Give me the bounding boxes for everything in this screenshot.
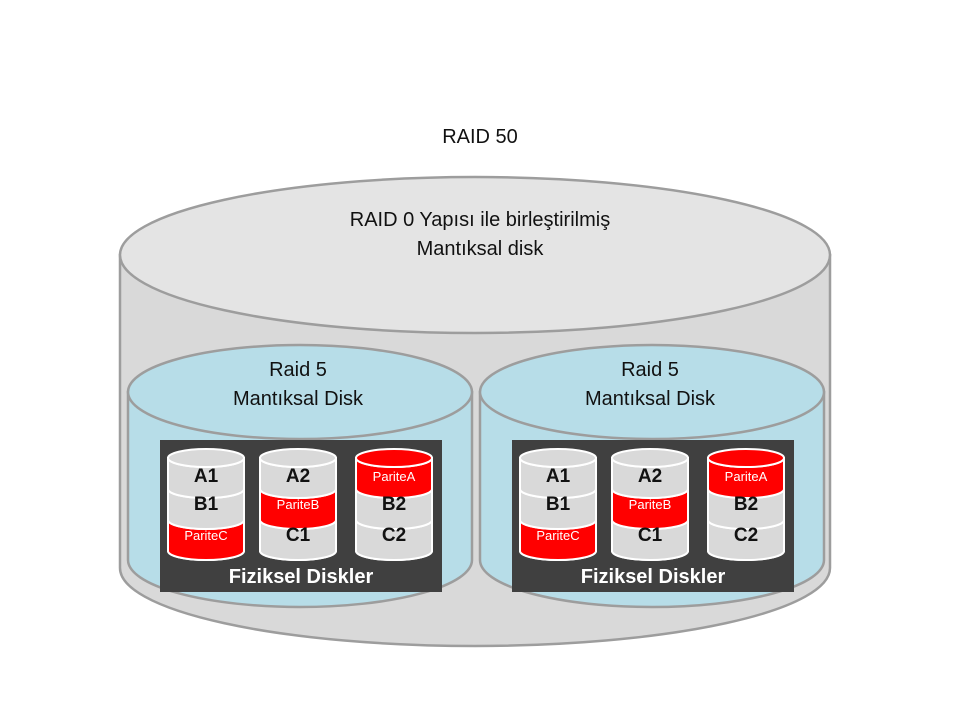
raid5-right-line2: Mantıksal Disk — [584, 388, 716, 410]
disk-cell-label: PariteC — [536, 528, 580, 543]
disk-cell-label: B2 — [381, 494, 407, 515]
raid5-left-line1: Raid 5 — [269, 359, 327, 381]
disk-cell-label: C2 — [733, 525, 759, 546]
disk-cell-label: PariteC — [184, 528, 228, 543]
disk-cell-label: PariteB — [276, 497, 320, 512]
raid5-label-right: Raid 5 Mantıksal Disk — [500, 356, 800, 414]
disk-cell-label: C1 — [637, 525, 663, 546]
disk-cell-label: A1 — [545, 466, 571, 487]
disk-top-left-3 — [355, 448, 433, 468]
physical-disks-caption-right: Fiziksel Diskler — [580, 566, 726, 588]
physical-disks-caption-left: Fiziksel Diskler — [228, 566, 374, 588]
disk-cell-label: A1 — [193, 466, 219, 487]
disk-cell-label: C1 — [285, 525, 311, 546]
disk-cell-label: B2 — [733, 494, 759, 515]
disk-cell-label: PariteA — [724, 469, 768, 484]
disk-cell-label: PariteA — [372, 469, 416, 484]
diagram-title: RAID 50 — [442, 126, 518, 148]
raid0-cylinder-top — [118, 175, 832, 335]
raid0-label: RAID 0 Yapısı ile birleştirilmiş Mantıks… — [260, 206, 700, 264]
raid5-cylinder-right-top — [478, 343, 826, 441]
disk-top-right-2 — [611, 448, 689, 468]
raid5-left-line2: Mantıksal Disk — [232, 388, 364, 410]
disk-top-right-3 — [707, 448, 785, 468]
disk-top-right-1 — [519, 448, 597, 468]
raid5-cylinder-left-top — [126, 343, 474, 441]
disk-top-left-1 — [167, 448, 245, 468]
raid5-label-left: Raid 5 Mantıksal Disk — [148, 356, 448, 414]
disk-cell-label: PariteB — [628, 497, 672, 512]
disk-cell-label: B1 — [193, 494, 219, 515]
disk-cell-label: A2 — [285, 466, 311, 487]
disk-cell-label: C2 — [381, 525, 407, 546]
disk-cell-label: A2 — [637, 466, 663, 487]
disk-top-left-2 — [259, 448, 337, 468]
disk-cell-label: B1 — [545, 494, 571, 515]
raid0-label-line2: Mantıksal disk — [416, 238, 544, 260]
raid0-label-line1: RAID 0 Yapısı ile birleştirilmiş — [349, 209, 611, 231]
raid5-right-line1: Raid 5 — [621, 359, 679, 381]
